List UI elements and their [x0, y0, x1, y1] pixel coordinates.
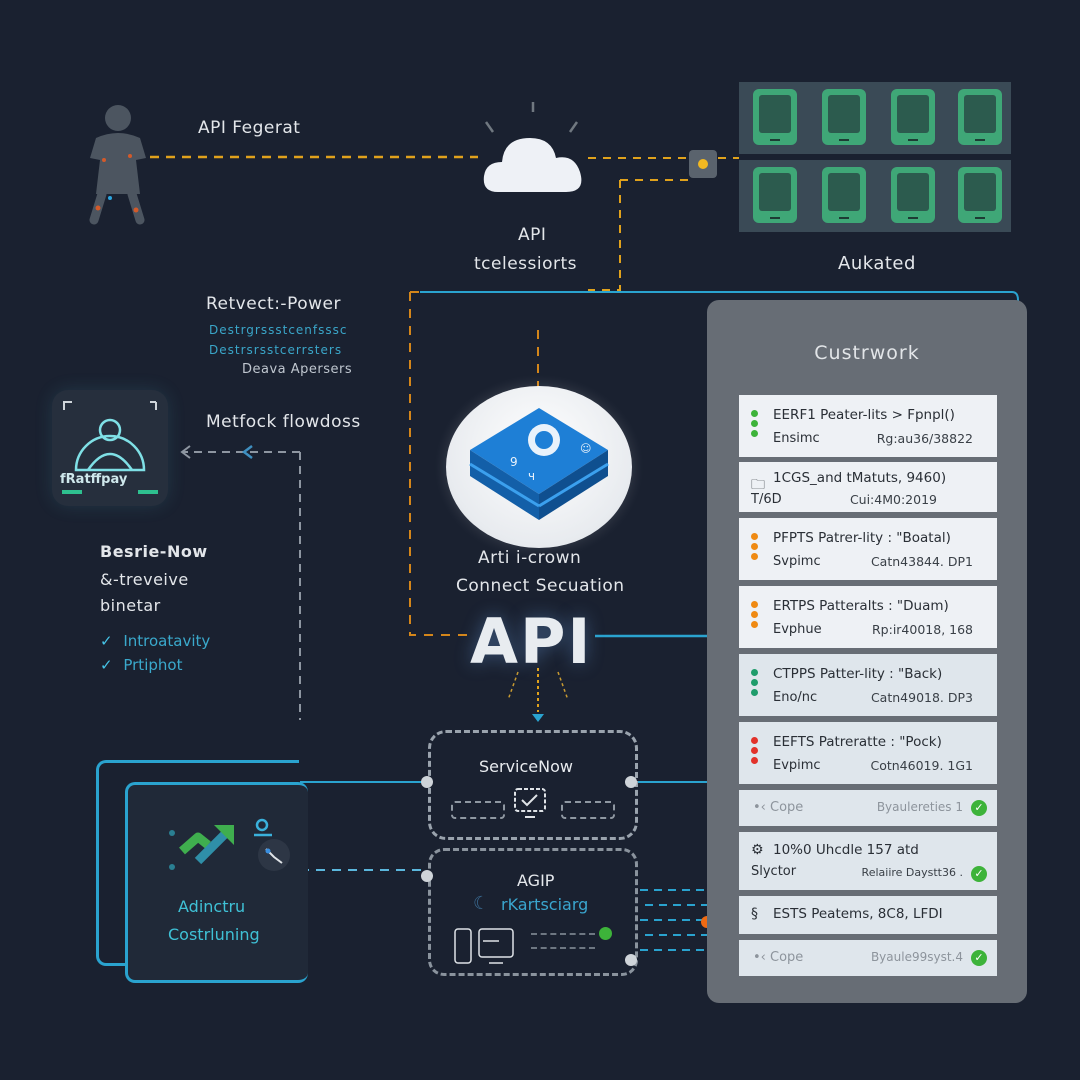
list-item[interactable]: ⚙ 10%0 Uhcdle 157 atd Slyctor Relaiire D… [739, 832, 997, 890]
status-dots-icon [751, 601, 758, 631]
status-dots-icon [751, 410, 758, 440]
status-dots-icon [751, 533, 758, 563]
document-icon: § [751, 906, 758, 922]
status-dot-icon [698, 159, 708, 169]
svg-text:ч: ч [528, 469, 535, 483]
status-dots-icon [751, 737, 758, 767]
notes-line-2: Destrsrsstcerrsters [209, 343, 343, 357]
list-footer[interactable]: •‹ Cope Byaulereties 1 ✓ [739, 790, 997, 826]
check-icon: ✓ [100, 632, 113, 650]
profile-card[interactable]: fRatffpay [52, 390, 168, 506]
connection-node[interactable] [625, 954, 637, 966]
check-item: ✓ Prtiphot [100, 656, 183, 674]
svg-text:☺: ☺ [580, 442, 591, 455]
notes-line-1: Destrgrssstcenfsssc [209, 323, 348, 337]
monitor-check-icon [514, 788, 546, 818]
api-hub-icon[interactable]: 9 ☺ ч [446, 386, 632, 548]
list-footer[interactable]: •‹ Cope Byaule99syst.4 ✓ [739, 940, 997, 976]
devices-icon [454, 928, 514, 964]
profile-label: fRatffpay [60, 472, 128, 487]
app-tile-icon[interactable] [958, 167, 1002, 223]
app-tile-icon[interactable] [891, 89, 935, 145]
list-item[interactable]: CTPPS Patter-lity : "Back) Eno/nc Catn49… [739, 654, 997, 716]
app-tile-icon[interactable] [822, 167, 866, 223]
servicenow-node[interactable]: ServiceNow [428, 730, 638, 840]
list-item[interactable]: 🗀 1CGS_and tMatuts, 9460) T/6D Cui:4M0:2… [739, 462, 997, 512]
wire-flow [182, 451, 301, 720]
agip-sublabel: rKartsciarg [501, 895, 589, 914]
notes-line-3: Deava Apersers [242, 362, 353, 377]
svg-text:9: 9 [510, 455, 518, 469]
check-icon: ✓ [100, 656, 113, 674]
app-tile-icon[interactable] [753, 167, 797, 223]
connection-node[interactable] [421, 776, 433, 788]
user-icon [63, 401, 157, 472]
app-tile-icon[interactable] [753, 89, 797, 145]
flow-label: Metfock flowdoss [206, 412, 361, 432]
left-line-1: &-treveive [100, 570, 189, 589]
check-circle-icon: ✓ [971, 866, 987, 882]
api-title: API [470, 605, 593, 678]
app-tile-icon[interactable] [958, 89, 1002, 145]
list-item[interactable]: EERF1 Peater-lits > Fpnpl() Ensimc Rg:au… [739, 395, 997, 457]
check-circle-icon: ✓ [971, 800, 987, 816]
check-circle-icon: ✓ [971, 950, 987, 966]
agip-node[interactable]: AGIP ☾ rKartsciarg [428, 848, 638, 976]
check-item: ✓ Introatavity [100, 632, 211, 650]
center-label-1: Arti i-crown [478, 548, 582, 568]
agip-label: AGIP [517, 871, 555, 890]
connector-node[interactable] [689, 150, 717, 178]
list-item[interactable]: ERTPS Patteralts : "Duam) Evphue Rp:ir40… [739, 586, 997, 648]
custrwork-panel: Custrwork EERF1 Peater-lits > Fpnpl() En… [707, 300, 1027, 1003]
admin-label-1: Adinctru [178, 897, 246, 916]
moon-icon: ☾ [473, 893, 490, 914]
wire-grid-down [588, 157, 739, 291]
cloud-label-sub: tcelessiorts [474, 254, 578, 274]
status-dots-icon [751, 669, 758, 699]
person-label: API Fegerat [198, 118, 301, 138]
tool-icon[interactable] [250, 815, 300, 875]
status-online-icon [599, 927, 612, 940]
center-label-2: Connect Secuation [456, 576, 625, 596]
app-tile-icon[interactable] [822, 89, 866, 145]
list-item[interactable]: PFPTS Patrer-lity : "Boatal) Svpimc Catn… [739, 518, 997, 580]
sync-arrow-icon [169, 825, 234, 870]
folder-icon: 🗀 [751, 477, 765, 493]
cloud-label-title: API [518, 225, 547, 245]
admin-node[interactable]: Adinctru Costrluning [125, 782, 308, 983]
panel-title: Custrwork [814, 342, 920, 364]
app-grid [739, 82, 1011, 234]
cloud-icon[interactable] [478, 120, 590, 198]
gear-person-icon: ⚙ [751, 842, 764, 858]
admin-label-2: Costrluning [168, 925, 260, 944]
app-tile-icon[interactable] [891, 167, 935, 223]
server-stack-icon: 9 ☺ ч [469, 408, 609, 520]
left-line-2: binetar [100, 596, 161, 615]
person-icon [84, 98, 154, 228]
list-item[interactable]: § ESTS Peatems, 8C8, LFDI [739, 896, 997, 934]
servicenow-label: ServiceNow [479, 757, 573, 776]
app-grid-label: Aukated [838, 253, 916, 274]
cloud-rays [484, 102, 579, 133]
notes-title: Retvect:-Power [206, 294, 341, 314]
connection-node[interactable] [421, 870, 433, 882]
list-item[interactable]: EEFTS Patrerattе : "Pock) Evpimc Cotn460… [739, 722, 997, 784]
connection-node[interactable] [625, 776, 637, 788]
left-title: Besrie-Now [100, 542, 208, 561]
